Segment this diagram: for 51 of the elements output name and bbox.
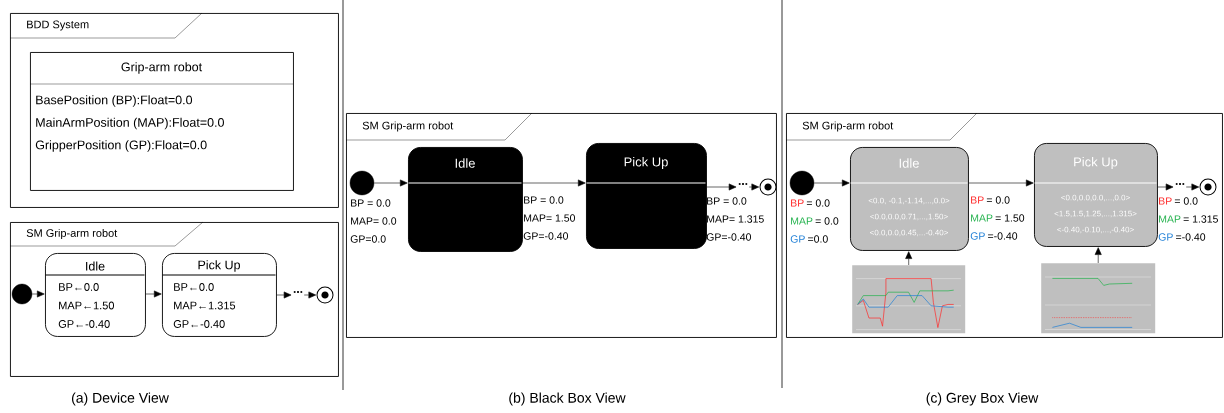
value-label: GP=0.0 bbox=[350, 235, 386, 243]
arrow bbox=[373, 179, 408, 187]
arrow bbox=[748, 183, 760, 191]
state-box: Pick Up bbox=[586, 143, 707, 249]
ellipsis: ... bbox=[1175, 183, 1185, 185]
arrow bbox=[522, 179, 586, 187]
chart-drawing bbox=[1041, 263, 1156, 334]
value-label: GP=-0.40 bbox=[706, 233, 752, 241]
final-state bbox=[1199, 178, 1217, 196]
arrow bbox=[968, 179, 1034, 187]
state-box: Idle BP←0.0 MAP←1.50 GP←-0.40 bbox=[45, 253, 146, 337]
value-label: GP=-0.40 bbox=[523, 232, 569, 240]
value-label: BP = 0.0 bbox=[791, 199, 830, 207]
value-label: MAP= 0.0 bbox=[351, 217, 397, 225]
final-state bbox=[759, 178, 777, 196]
value-label: MAP = 1.50 bbox=[971, 214, 1025, 222]
block-box: Grip-arm robot BasePosition (BP):Float=0.0 MainArmPosition (MAP):Float=0.0 GripperPosition (GP):Float=0.0 bbox=[29, 52, 294, 191]
chart-drawing bbox=[852, 265, 966, 334]
caption: (b) Black Box View bbox=[509, 392, 626, 406]
value-label: GP =0.0 bbox=[790, 235, 828, 243]
value-label: BP = 0.0 bbox=[524, 196, 564, 204]
initial-state bbox=[11, 283, 33, 305]
state-box: Idle bbox=[408, 147, 523, 252]
initial-state bbox=[789, 170, 815, 196]
arrow bbox=[706, 183, 737, 191]
arrow bbox=[145, 290, 162, 298]
value-label: BP = 0.0 bbox=[971, 196, 1010, 204]
value-label: MAP = 1.315 bbox=[1159, 215, 1218, 223]
arrow bbox=[905, 251, 913, 266]
ellipsis: ... bbox=[293, 291, 303, 293]
arrow bbox=[1094, 247, 1102, 264]
caption: (c) Grey Box View bbox=[926, 392, 1039, 406]
arrow bbox=[276, 291, 292, 299]
final-state bbox=[316, 286, 334, 304]
value-label: BP = 0.0 bbox=[351, 199, 391, 207]
arrow bbox=[1185, 183, 1200, 191]
arrow bbox=[303, 291, 317, 299]
value-label: MAP = 0.0 bbox=[791, 217, 839, 225]
ellipsis: ... bbox=[738, 183, 748, 185]
arrow bbox=[31, 290, 45, 298]
caption: (a) Device View bbox=[72, 392, 169, 406]
state-box: Pick Up BP←0.0 MAP←1.315 GP←-0.40 bbox=[162, 253, 277, 337]
value-label: MAP= 1.50 bbox=[524, 214, 575, 222]
arrow bbox=[1157, 183, 1174, 191]
value-label: BP = 0.0 bbox=[1159, 197, 1198, 205]
value-label: MAP= 1.315 bbox=[707, 215, 764, 223]
initial-state bbox=[349, 170, 375, 196]
value-label: GP =-0.40 bbox=[970, 232, 1018, 240]
value-label: GP =-0.40 bbox=[1158, 233, 1206, 241]
arrow bbox=[813, 179, 850, 187]
value-label: BP = 0.0 bbox=[707, 197, 747, 205]
